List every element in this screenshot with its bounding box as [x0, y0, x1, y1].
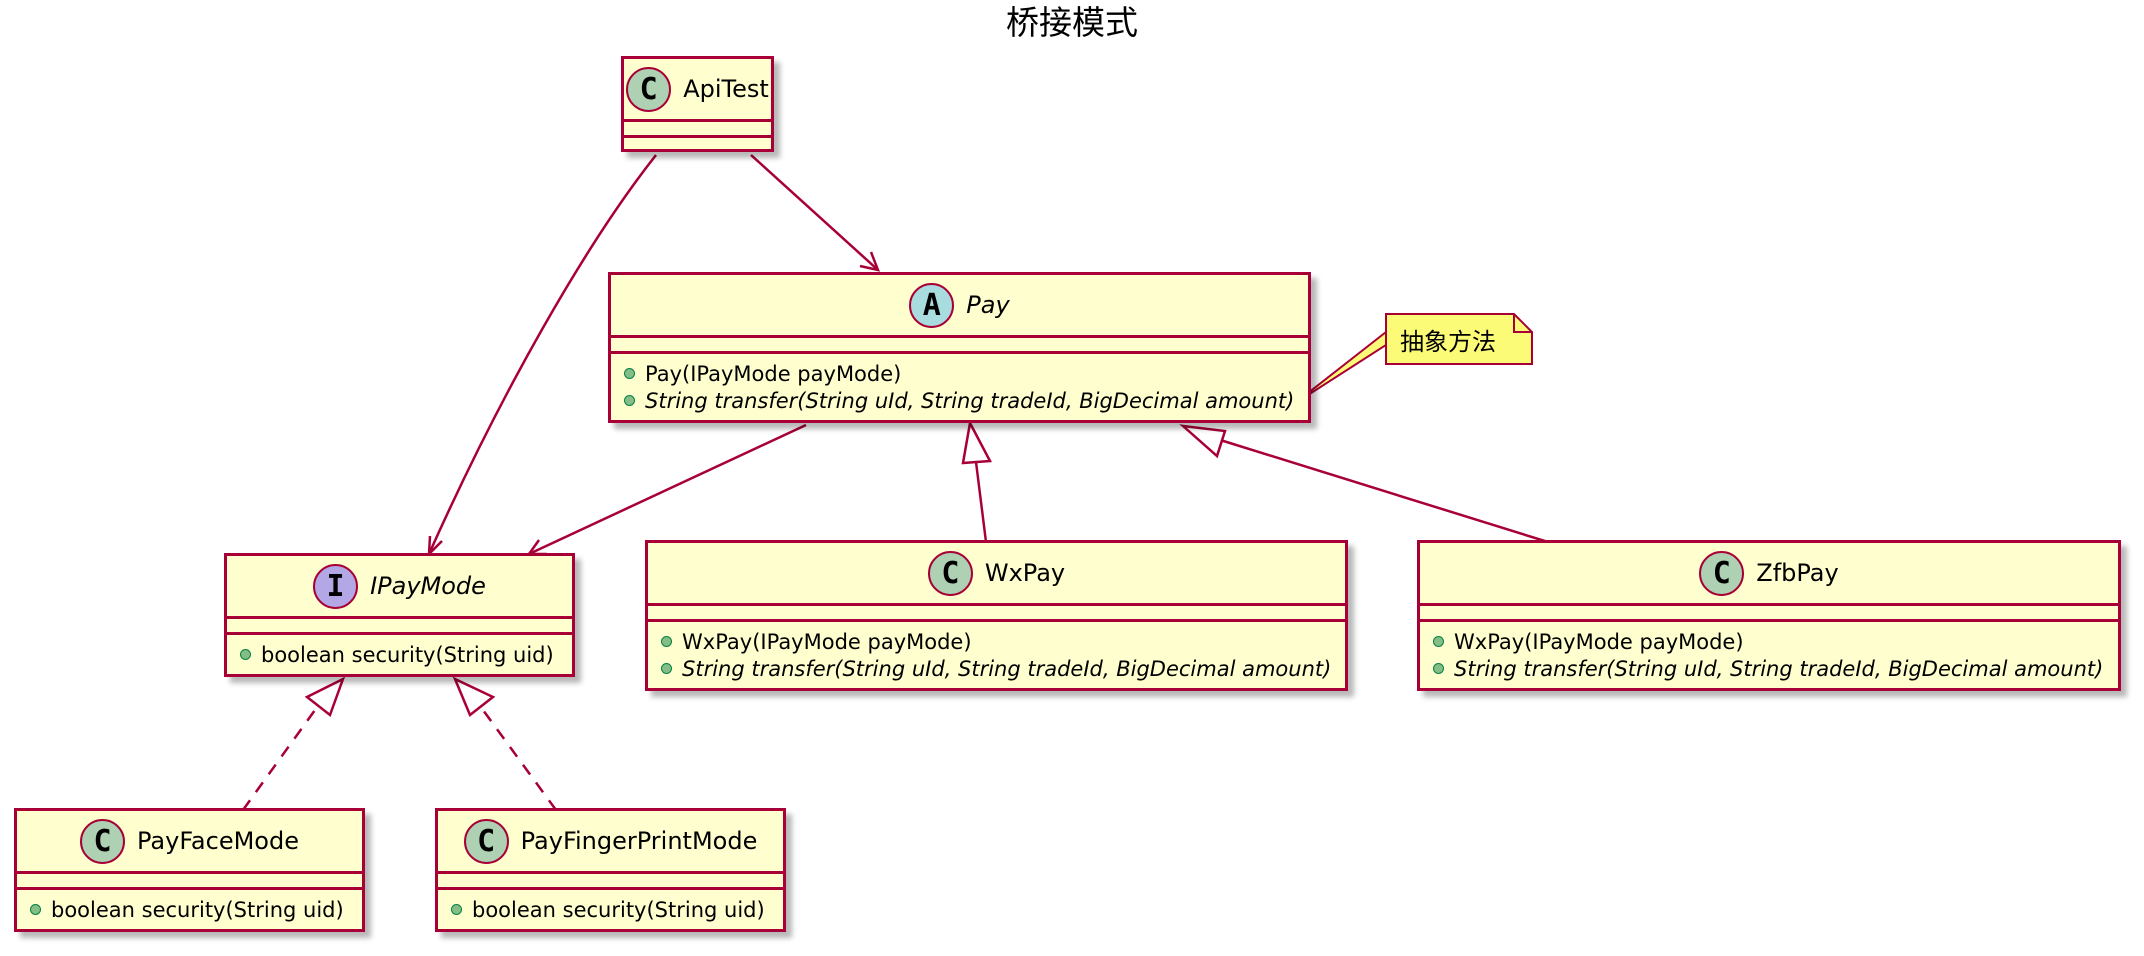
- member-row: WxPay(IPayMode payMode): [661, 628, 1345, 655]
- fields-section: [17, 874, 362, 890]
- class-icon: C: [1699, 550, 1745, 596]
- class-name: Pay: [966, 291, 1010, 319]
- member-text: boolean security(String uid): [261, 642, 554, 667]
- member-row: WxPay(IPayMode payMode): [1433, 628, 2118, 655]
- methods-section: WxPay(IPayMode payMode) String transfer(…: [1420, 622, 2118, 688]
- fields-section: [648, 606, 1345, 622]
- member-text: String transfer(String uId, String trade…: [1454, 656, 2104, 681]
- class-name: PayFingerPrintMode: [520, 827, 758, 855]
- public-visibility-icon: [624, 395, 635, 406]
- methods-section: [624, 138, 771, 149]
- class-icon: C: [927, 550, 973, 596]
- class-icon: C: [626, 66, 672, 112]
- association-apitest-pay: [750, 154, 879, 271]
- note-abstract-method: 抽象方法: [1385, 313, 1533, 365]
- class-pay[interactable]: A Pay Pay(IPayMode payMode) String trans…: [608, 272, 1311, 423]
- fields-section: [624, 122, 771, 138]
- methods-section: boolean security(String uid): [438, 890, 783, 929]
- class-zfbpay[interactable]: C ZfbPay WxPay(IPayMode payMode) String …: [1417, 540, 2121, 691]
- public-visibility-icon: [624, 368, 635, 379]
- class-payfingerprintmode[interactable]: C PayFingerPrintMode boolean security(St…: [435, 808, 786, 932]
- realization-payfacemode-ipaymode: [241, 709, 317, 811]
- member-row: String transfer(String uId, String trade…: [624, 387, 1308, 414]
- class-icon: C: [80, 818, 126, 864]
- note-text: 抽象方法: [1400, 328, 1496, 356]
- member-text: String transfer(String uId, String trade…: [682, 656, 1332, 681]
- public-visibility-icon: [30, 904, 41, 915]
- fields-section: [1420, 606, 2118, 622]
- member-row: boolean security(String uid): [451, 896, 783, 923]
- class-name: ApiTest: [683, 75, 769, 103]
- fields-section: [611, 338, 1308, 354]
- member-text: boolean security(String uid): [51, 897, 344, 922]
- methods-section: boolean security(String uid): [17, 890, 362, 929]
- methods-section: Pay(IPayMode payMode) String transfer(St…: [611, 354, 1308, 420]
- member-row: String transfer(String uId, String trade…: [1433, 655, 2118, 682]
- triangle-zfbpay-pay: [1179, 424, 1227, 459]
- abstract-class-icon: A: [909, 282, 955, 328]
- member-row: String transfer(String uId, String trade…: [661, 655, 1345, 682]
- class-name: ZfbPay: [1756, 559, 1839, 587]
- fields-section: [438, 874, 783, 890]
- class-name: PayFaceMode: [137, 827, 299, 855]
- class-wxpay[interactable]: C WxPay WxPay(IPayMode payMode) String t…: [645, 540, 1348, 691]
- class-apitest[interactable]: C ApiTest: [621, 56, 774, 152]
- public-visibility-icon: [661, 636, 672, 647]
- member-text: boolean security(String uid): [472, 897, 765, 922]
- class-payfacemode[interactable]: C PayFaceMode boolean security(String ui…: [14, 808, 365, 932]
- member-text: Pay(IPayMode payMode): [645, 361, 902, 386]
- association-apitest-ipaymode: [427, 154, 657, 555]
- class-name: WxPay: [984, 559, 1066, 587]
- public-visibility-icon: [240, 649, 251, 660]
- fields-section: [227, 619, 572, 635]
- class-name: IPayMode: [370, 572, 486, 600]
- triangle-wxpay-pay: [961, 419, 992, 465]
- generalization-wxpay-pay: [974, 461, 988, 543]
- note-shape: [1385, 313, 1533, 365]
- public-visibility-icon: [451, 904, 462, 915]
- realization-payfingerprintmode-ipaymode: [481, 709, 558, 811]
- member-row: boolean security(String uid): [30, 896, 362, 923]
- methods-section: WxPay(IPayMode payMode) String transfer(…: [648, 622, 1345, 688]
- member-text: String transfer(String uId, String trade…: [645, 388, 1295, 413]
- member-text: WxPay(IPayMode payMode): [682, 629, 972, 654]
- diagram-title: 桥接模式: [1006, 3, 1138, 42]
- public-visibility-icon: [1433, 663, 1444, 674]
- public-visibility-icon: [1433, 636, 1444, 647]
- member-row: Pay(IPayMode payMode): [624, 360, 1308, 387]
- triangle-payfingerprintmode-ipaymode: [452, 676, 496, 717]
- public-visibility-icon: [661, 663, 672, 674]
- triangle-payfacemode-ipaymode: [304, 676, 346, 718]
- generalization-zfbpay-pay: [1216, 437, 1549, 544]
- association-pay-ipaymode: [528, 423, 807, 556]
- member-row: boolean security(String uid): [240, 641, 572, 668]
- arrowhead-apitest-pay: [859, 251, 881, 272]
- class-icon: C: [463, 818, 509, 864]
- member-text: WxPay(IPayMode payMode): [1454, 629, 1744, 654]
- interface-ipaymode[interactable]: I IPayMode boolean security(String uid): [224, 553, 575, 677]
- interface-icon: I: [313, 563, 359, 609]
- methods-section: boolean security(String uid): [227, 635, 572, 674]
